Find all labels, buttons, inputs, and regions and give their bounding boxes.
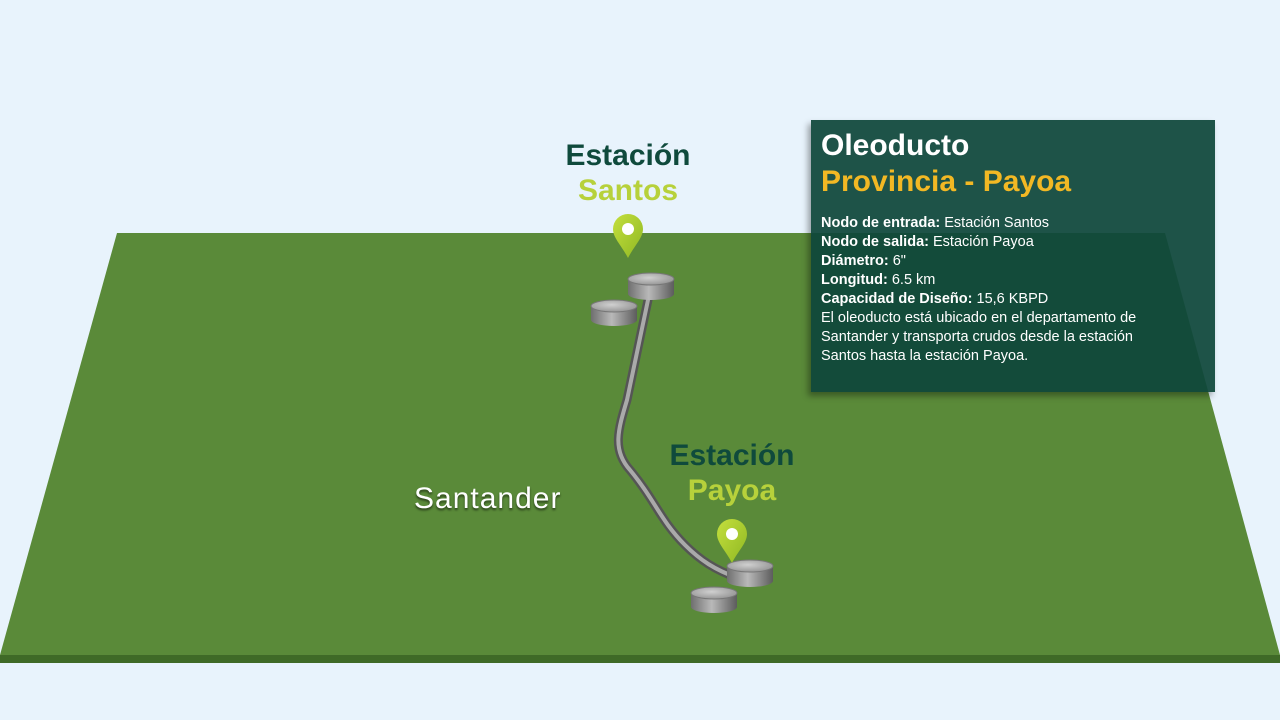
info-key: Longitud: [821, 272, 888, 288]
info-row-diameter: Diámetro: 6" [821, 252, 1205, 271]
station-name: Payoa [687, 474, 777, 507]
info-value: 6.5 km [887, 272, 936, 288]
location-pin-icon[interactable] [717, 519, 747, 563]
info-key: Nodo de entrada: [821, 215, 941, 231]
info-row-entry-node: Nodo de entrada: Estación Santos [821, 214, 1205, 233]
storage-tank-santos-1 [590, 299, 638, 326]
station-prefix: Estación [669, 439, 795, 472]
station-label-payoa: Estación Payoa [632, 438, 832, 508]
station-name: Santos [577, 174, 679, 207]
info-row-capacity: Capacidad de Diseño: 15,6 KBPD [821, 290, 1205, 309]
info-row-exit-node: Nodo de salida: Estación Payoa [821, 233, 1205, 252]
info-value: 6" [888, 253, 906, 269]
info-key: Nodo de salida: [821, 234, 929, 250]
storage-tank-payoa-1 [726, 559, 774, 587]
info-value: 15,6 KBPD [972, 291, 1049, 307]
panel-title: Oleoducto [821, 129, 970, 162]
station-prefix: Estación [565, 139, 691, 172]
storage-tank-santos-2 [627, 272, 675, 300]
region-label: Santander [414, 482, 562, 515]
info-value: Estación Santos [940, 215, 1050, 231]
panel-subtitle: Provincia - Payoa [821, 165, 1072, 198]
pipeline-info-panel: Oleoducto Provincia - Payoa Nodo de entr… [811, 120, 1215, 392]
info-value: Estación Payoa [928, 234, 1034, 250]
panel-description: El oleoducto está ubicado en el departam… [821, 310, 1137, 364]
location-pin-icon[interactable] [613, 214, 643, 258]
station-label-santos: Estación Santos [528, 138, 728, 208]
info-row-length: Longitud: 6.5 km [821, 271, 1205, 290]
pipeline-route [613, 295, 743, 583]
info-key: Diámetro: [821, 253, 889, 269]
storage-tank-payoa-2 [690, 586, 738, 613]
info-key: Capacidad de Diseño: [821, 291, 973, 307]
